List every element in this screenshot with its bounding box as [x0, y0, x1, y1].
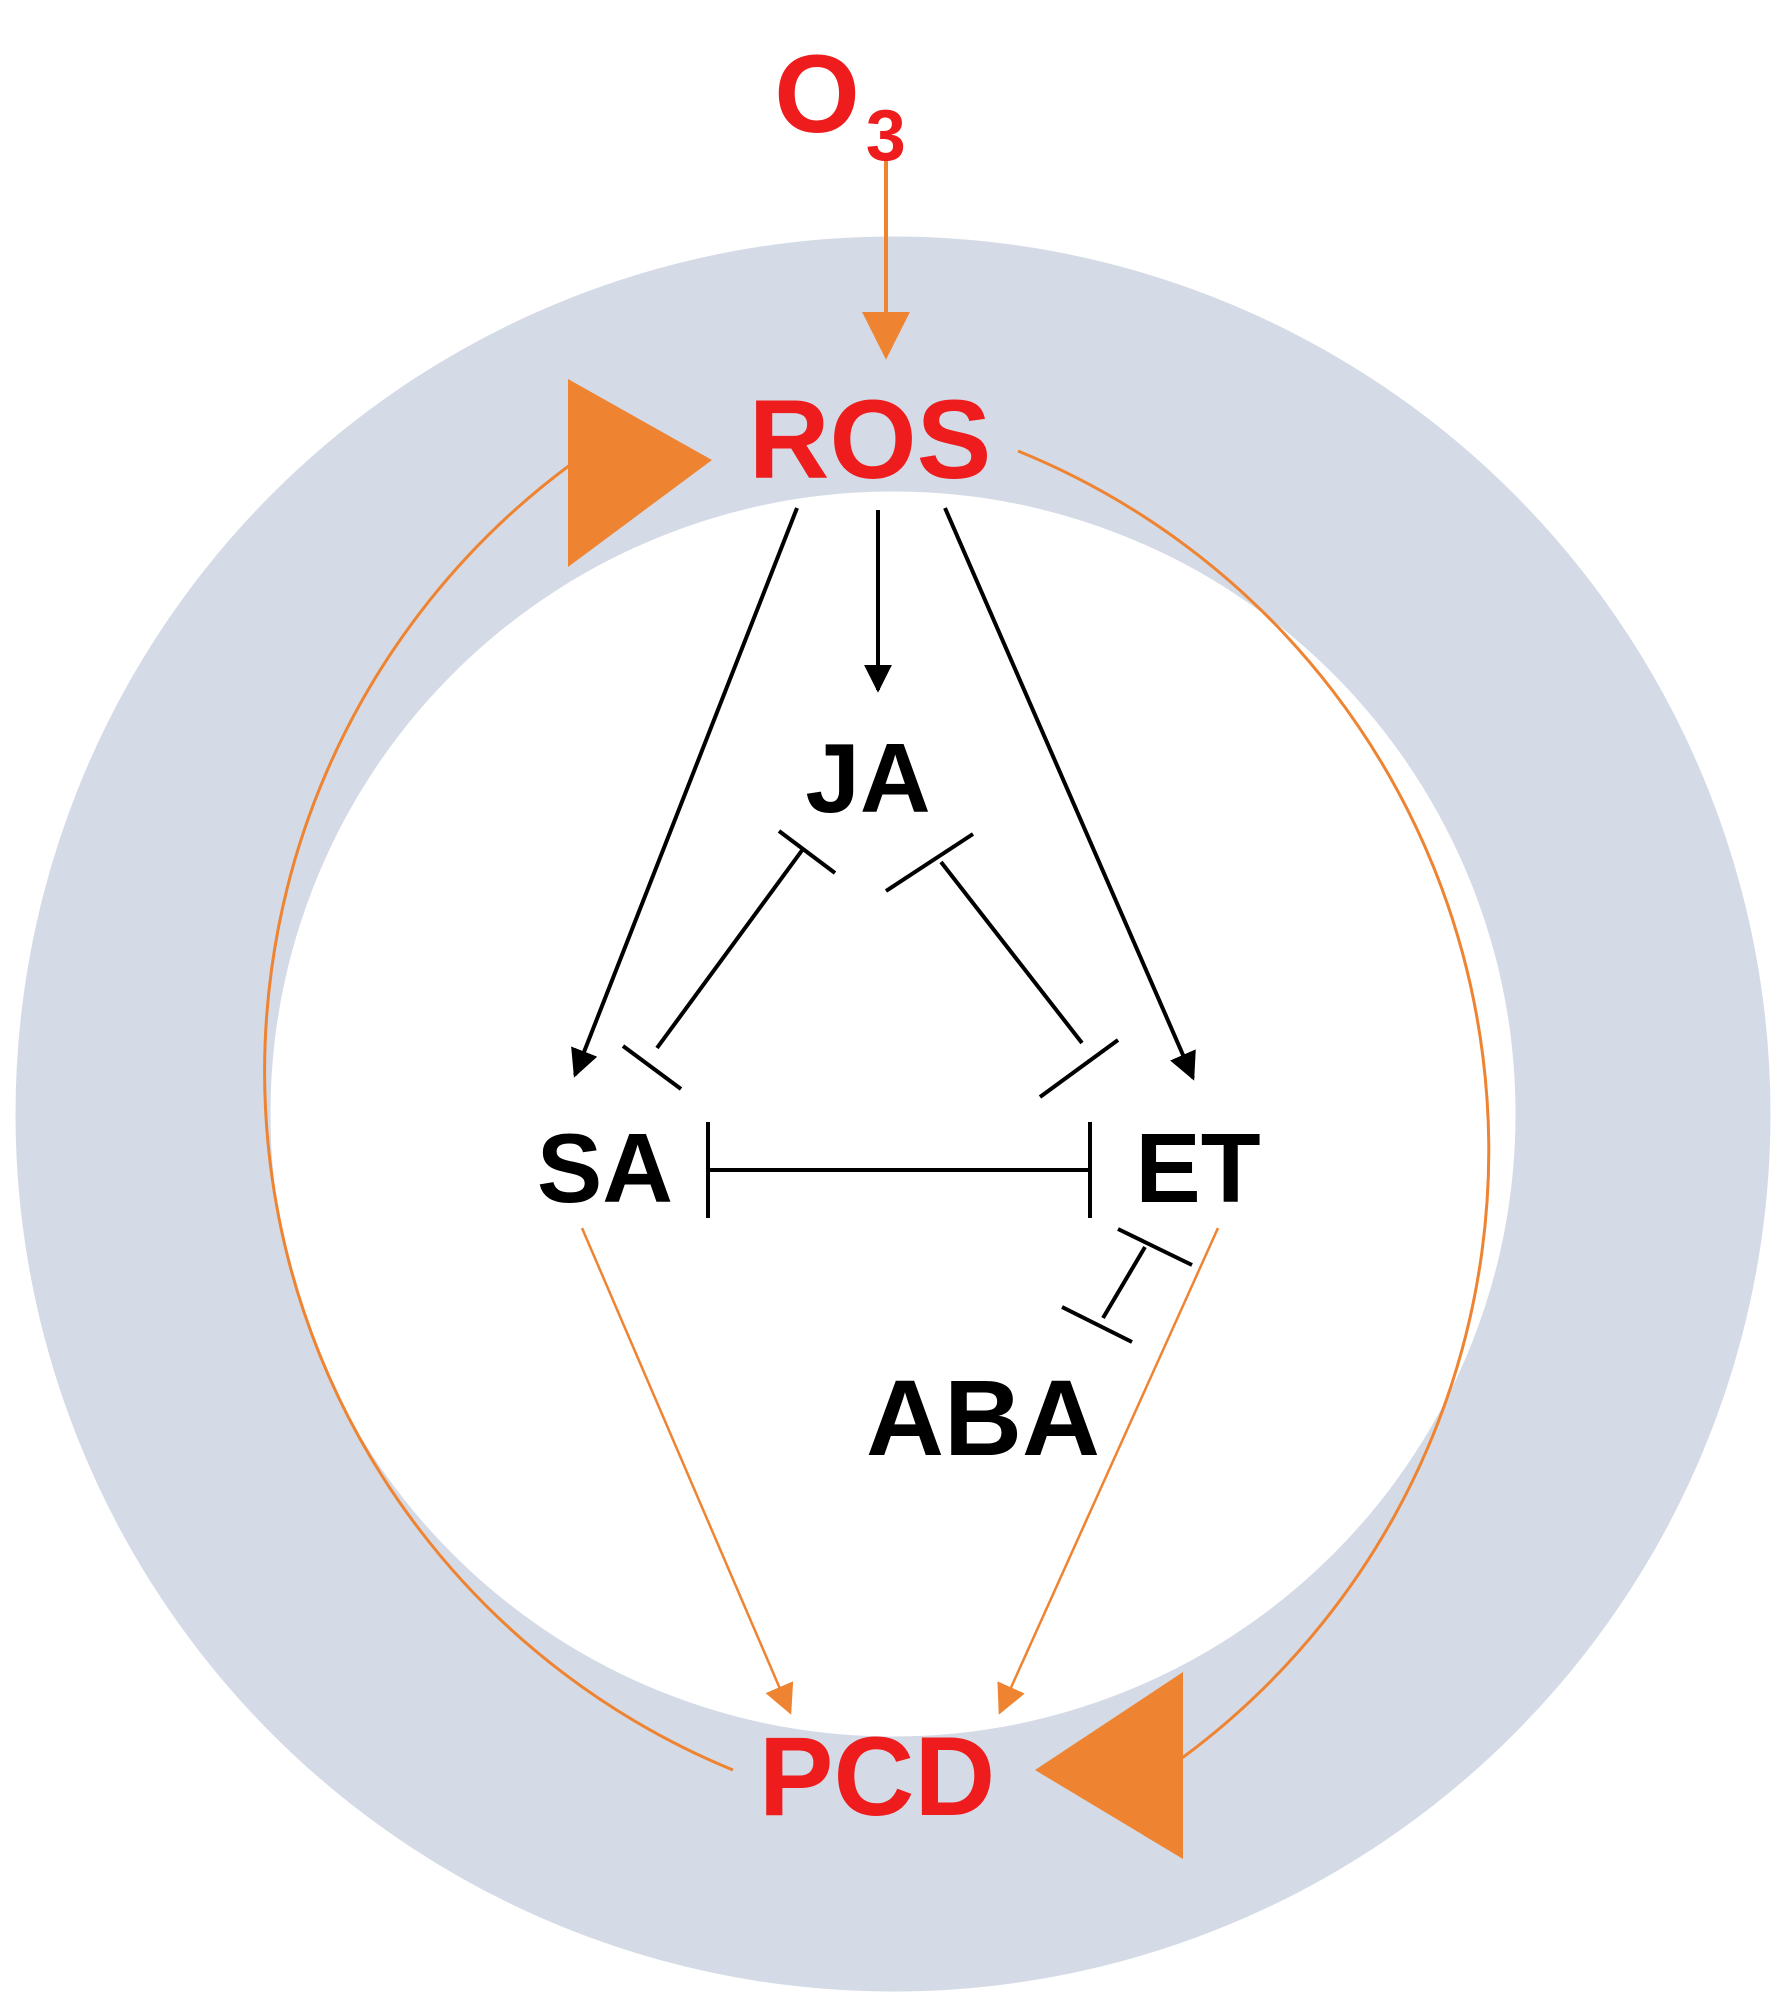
node-sa: SA	[537, 1113, 673, 1223]
inhibition-sa-et	[706, 1122, 1092, 1218]
loop-arrowhead-ros	[568, 379, 712, 567]
loop-arc-left	[263, 463, 734, 1772]
arrow-ros-to-et	[943, 507, 1196, 1081]
node-ros: ROS	[749, 377, 992, 502]
loop-arc-right	[1017, 449, 1491, 1760]
inhibition-ja-et	[884, 832, 1120, 1099]
node-aba: ABA	[866, 1357, 1100, 1478]
node-et: ET	[1135, 1113, 1260, 1223]
node-pcd: PCD	[759, 1714, 995, 1839]
background-ring	[15, 236, 1771, 1992]
node-o3: O3	[774, 33, 906, 176]
arrow-ros-to-sa	[571, 507, 799, 1078]
arrow-sa-to-pcd	[580, 1227, 794, 1715]
arrow-et-to-pcd	[997, 1227, 1220, 1715]
loop-arrowhead-pcd	[1035, 1672, 1183, 1859]
inhibition-et-aba	[1061, 1227, 1193, 1344]
inhibition-ja-sa	[621, 829, 837, 1091]
node-ja: JA	[805, 723, 930, 833]
